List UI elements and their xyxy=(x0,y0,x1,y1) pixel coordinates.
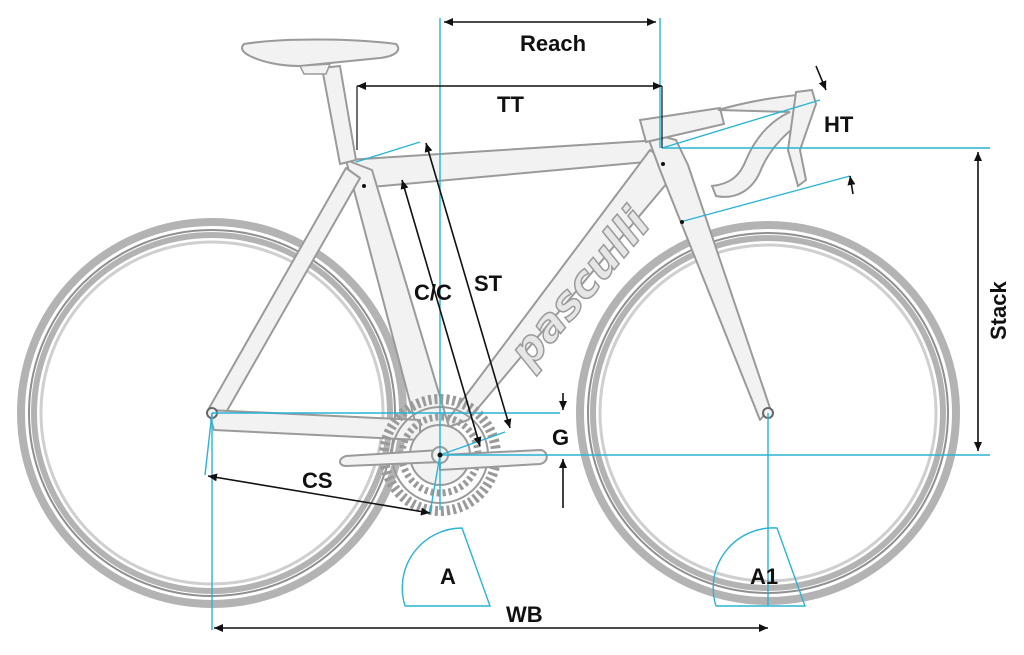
label-wb: WB xyxy=(506,602,543,627)
ht-arrow-bottom xyxy=(847,175,856,195)
measurement-labels: Reach TT HT Stack ST C/C G CS WB A A1 xyxy=(302,31,1011,627)
label-st: ST xyxy=(474,271,503,296)
cockpit xyxy=(638,88,818,198)
ht-arrow-top xyxy=(815,65,827,91)
label-cc: C/C xyxy=(414,280,452,305)
measurement-arrows xyxy=(207,18,982,632)
cc-arrow xyxy=(400,179,482,447)
label-stack: Stack xyxy=(986,281,1011,340)
label-reach: Reach xyxy=(520,31,586,56)
label-g: G xyxy=(552,425,569,450)
label-tt: TT xyxy=(497,92,524,117)
bike-illustration: pasculli xyxy=(17,38,960,608)
reference-points xyxy=(362,162,684,458)
brand-logo: pasculli xyxy=(499,198,661,378)
label-a: A xyxy=(440,564,456,589)
cs-arrow xyxy=(207,473,431,516)
saddle xyxy=(241,38,400,68)
label-cs: CS xyxy=(302,468,333,493)
label-ht: HT xyxy=(824,112,854,137)
geometry-reference-lines xyxy=(204,18,990,630)
label-a1: A1 xyxy=(750,564,778,589)
